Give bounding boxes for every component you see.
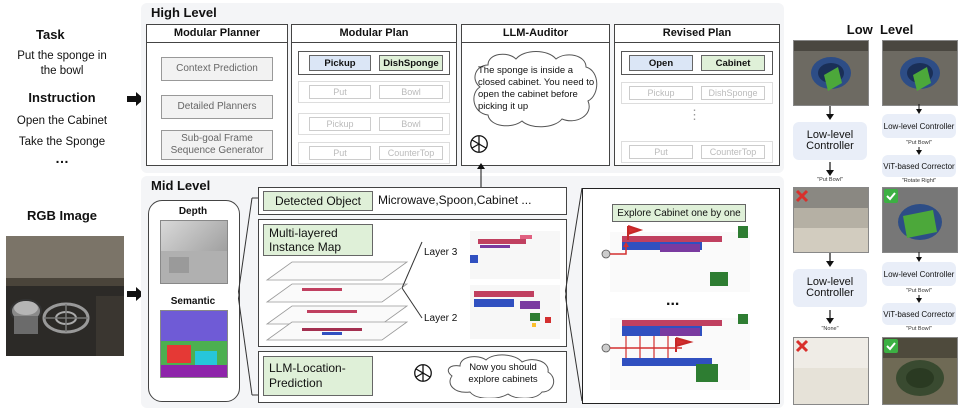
arrow-right-icon [127,92,144,106]
instruction-title: Instruction [28,90,96,105]
low-controller-right-1: Low-level Controller [882,114,956,138]
low-controller-left-1: Low-level Controller [793,122,867,160]
arrow-down-icon [916,147,922,155]
openai-logo-icon [470,135,488,153]
plan-row-object: Bowl [379,85,443,99]
revised-plan-title: Revised Plan [615,25,779,43]
explore-map-bottom [601,314,750,390]
low-frame-right-1 [882,40,958,106]
low-action-left-1: "Put Bowl" [817,177,843,183]
thought-cloud [447,354,555,398]
auditor-message: The sponge is inside a closed cabinet. Y… [478,65,595,112]
depth-label: Depth [178,206,208,217]
low-frame-left-2 [793,187,869,253]
context-prediction-box: Context Prediction [161,57,273,81]
revised-object-chip: Cabinet [701,55,765,71]
modular-plan-title: Modular Plan [292,25,456,43]
low-frame-right-3 [882,337,958,405]
success-check-icon [884,189,898,203]
layer-3-label: Layer 3 [424,247,458,258]
layer-pointer-lines [402,241,423,319]
subgoal-generator-box: Sub-goal Frame Sequence Generator [161,130,273,160]
rgb-image [6,236,124,356]
detailed-planners-box: Detailed Planners [161,95,273,119]
detected-object-values: Microwave,Spoon,Cabinet ... [378,193,532,207]
plan-row-action: Put [309,85,371,99]
revised-action-chip: Open [629,55,693,71]
low-action-right-2: "Put Bowl" [906,326,932,332]
modular-plan-panel: Modular Plan Pickup DishSponge Put Bowl … [291,24,457,166]
revised-row-object: CounterTop [701,145,765,159]
plan-action-chip: Pickup [309,55,371,71]
arrow-down-icon [916,104,922,114]
semantic-map-image [160,310,228,378]
rgb-image-title: RGB Image [26,208,98,223]
arrow-down-icon [826,162,834,176]
plan-row-action: Pickup [309,117,371,131]
vit-corrector-right-1: ViT-based Corrector [882,155,956,177]
active-plan-row [298,51,450,75]
layer-3-map [470,231,560,279]
revised-row-action: Pickup [629,86,693,100]
revised-row-object: DishSponge [701,86,765,100]
explore-map-top [601,225,750,292]
low-action-left-2: "None" [821,326,839,332]
low-controller-left-2: Low-level Controller [793,269,867,307]
revised-plan-panel: Revised Plan Open Cabinet Pickup DishSpo… [614,24,780,166]
stacked-layers-graphic [265,261,409,341]
plan-row-object: CounterTop [379,146,443,160]
layer-2-label: Layer 2 [424,313,458,324]
modular-planner-panel: Modular Planner Context Prediction Detai… [146,24,288,166]
arrow-down-icon [826,106,834,120]
modular-planner-title: Modular Planner [147,25,287,43]
low-intermediate-right-2: "Put Bowl" [906,288,932,294]
openai-logo-icon [414,364,432,382]
low-intermediate-right-1: "Put Bowl" [906,140,932,146]
depth-map-image [160,220,228,284]
arrow-right-icon [127,287,144,301]
low-action-right-1: "Rotate Right" [901,178,937,184]
low-frame-left-1 [793,40,869,106]
plan-object-chip: DishSponge [379,55,443,71]
llm-auditor-panel: LLM-Auditor The sponge is inside a close… [461,24,610,166]
vit-corrector-right-2: ViT-based Corrector [882,303,956,325]
failure-cross-icon [795,339,809,353]
low-level-title: Low Level [846,22,914,37]
detected-object-label: Detected Object [263,191,373,211]
plan-row-object: Bowl [379,117,443,131]
instruction-ellipsis: … [55,150,69,166]
failure-cross-icon [795,189,809,203]
explore-ellipsis: ... [666,292,680,309]
branch-connector [238,197,262,396]
instruction-line-2: Take the Sponge [18,136,106,148]
explore-connector [565,188,583,402]
layer-2-map [470,285,560,339]
arrow-down-icon [916,295,922,303]
arrow-down-icon [826,310,834,324]
high-level-title: High Level [151,5,217,20]
task-text-line-1: Put the sponge in [17,50,107,62]
low-controller-right-2: Low-level Controller [882,262,956,286]
task-title: Task [36,27,65,42]
instruction-line-1: Open the Cabinet [16,115,108,127]
arrow-down-icon [826,253,834,267]
arrow-up-icon [477,163,485,187]
arrow-down-icon [916,252,922,262]
success-check-icon [884,339,898,353]
location-prediction-label: LLM-Location-Prediction [263,356,373,396]
task-text-line-2: the bowl [40,65,84,77]
location-prediction-message: Now you should explore cabinets [468,362,538,385]
thought-cloud [473,51,598,128]
llm-auditor-title: LLM-Auditor [462,25,609,43]
revised-row-action: Put [629,145,693,159]
semantic-label: Semantic [170,296,216,307]
instance-map-label: Multi-layered Instance Map [263,224,373,256]
mid-level-title: Mid Level [151,178,211,193]
explore-label: Explore Cabinet one by one [612,204,746,222]
plan-row-action: Put [309,146,371,160]
revised-continuation-dots: ⋮ [688,107,701,122]
